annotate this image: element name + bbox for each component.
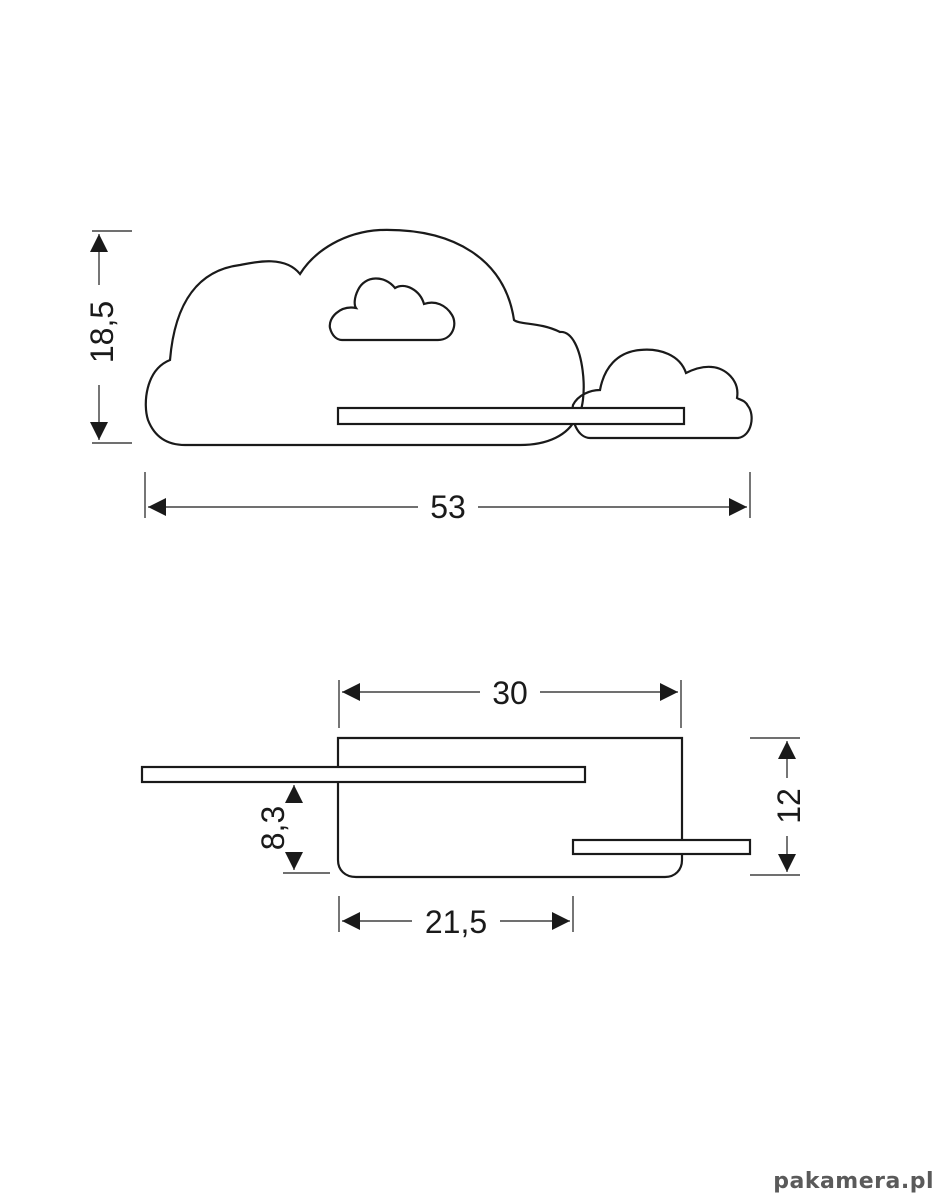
front-view xyxy=(144,228,753,447)
inner-width-label: 21,5 xyxy=(425,904,487,940)
long-shelf xyxy=(140,765,587,784)
top-view xyxy=(140,736,752,879)
short-shelf xyxy=(571,838,752,856)
inner-width-dimension xyxy=(338,896,574,932)
small-cloud-cutout xyxy=(328,277,456,342)
height-label: 18,5 xyxy=(84,301,120,363)
width-label: 53 xyxy=(430,489,466,525)
total-depth-dimension xyxy=(750,737,800,876)
front-shelf xyxy=(336,406,686,426)
shelf-offset-label: 8,3 xyxy=(255,806,291,850)
large-cloud-outline xyxy=(144,228,585,447)
watermark: pakamera.pl xyxy=(773,1169,934,1194)
depth-width-label: 30 xyxy=(492,675,528,711)
body-outline xyxy=(336,736,684,879)
shelf-offset-dimension xyxy=(283,785,330,874)
total-depth-label: 12 xyxy=(771,788,807,824)
height-dimension xyxy=(90,230,132,444)
right-cloud-outline xyxy=(571,348,753,440)
width-dimension xyxy=(144,472,751,518)
depth-width-dimension xyxy=(338,680,682,728)
